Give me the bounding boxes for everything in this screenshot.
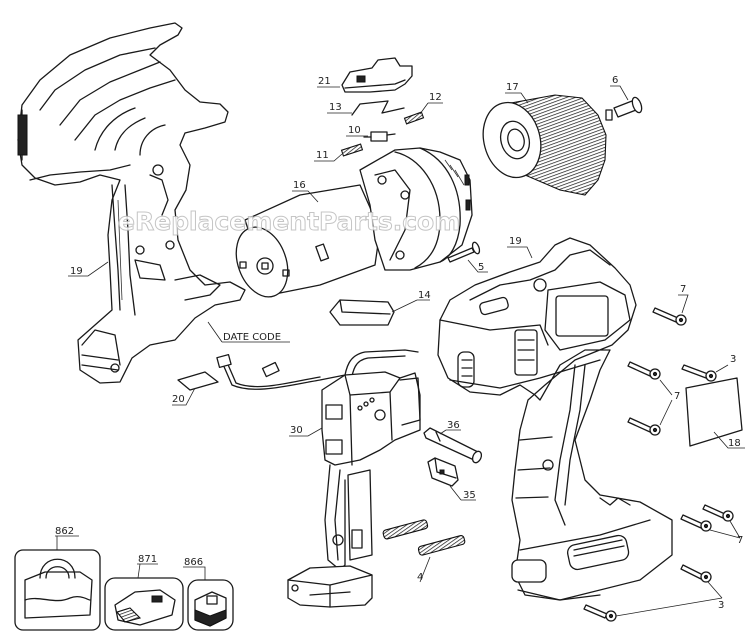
part-label-21: 21 [318, 76, 331, 87]
part-35-bit-holder[interactable] [427, 457, 459, 487]
part-label-18: 18 [728, 438, 741, 449]
part-18-label[interactable] [685, 377, 743, 447]
part-label-17: 17 [506, 82, 519, 93]
part-4-spring-a[interactable] [382, 519, 429, 540]
part-20-label[interactable] [177, 371, 219, 391]
part-label-7-mid: 7 [674, 391, 680, 402]
date-code-label: DATE CODE [223, 332, 281, 343]
part-label-7-top: 7 [680, 284, 686, 295]
part-5-screw[interactable] [447, 241, 481, 263]
screw-7-top[interactable] [652, 307, 687, 326]
screw-3-bottom-b[interactable] [583, 604, 617, 622]
part-label-5: 5 [478, 262, 484, 273]
part-17-keyless-chuck[interactable] [475, 94, 613, 196]
screw-3-top[interactable] [681, 364, 717, 382]
part-label-11: 11 [316, 150, 329, 161]
part-label-14: 14 [418, 290, 431, 301]
screw-7-bottom-a[interactable] [680, 514, 712, 532]
watermark: eReplacementParts.com [118, 207, 460, 236]
part-label-36: 36 [447, 420, 460, 431]
part-label-866: 866 [184, 557, 203, 568]
part-label-16: 16 [293, 180, 306, 191]
part-label-12: 12 [429, 92, 442, 103]
part-label-19-left: 19 [70, 266, 83, 277]
part-11-spring[interactable] [340, 143, 364, 157]
part-13-wire-spring[interactable] [351, 100, 405, 116]
part-label-13: 13 [329, 102, 342, 113]
part-label-871: 871 [138, 554, 157, 565]
screw-7-mid-upper[interactable] [627, 361, 661, 380]
left-housing-half[interactable] [17, 22, 246, 384]
screw-7-mid-lower[interactable] [627, 417, 661, 436]
part-label-30: 30 [290, 425, 303, 436]
part-label-19-right: 19 [509, 236, 522, 247]
accessory-866-battery[interactable] [187, 579, 234, 631]
part-label-862: 862 [55, 526, 74, 537]
part-label-6: 6 [612, 75, 618, 86]
part-4-spring-b[interactable] [417, 535, 466, 556]
accessory-862-bag[interactable] [14, 549, 101, 631]
part-label-3-top: 3 [730, 354, 736, 365]
part-label-3-bottom: 3 [718, 600, 724, 611]
right-housing-half[interactable] [437, 237, 673, 601]
part-30-switch-assembly[interactable] [216, 349, 421, 608]
part-36-screwdriver-bit[interactable] [423, 427, 483, 464]
part-14-nameplate[interactable] [329, 299, 395, 326]
part-label-7-bottom: 7 [737, 535, 743, 546]
screw-7-bottom-b[interactable] [702, 504, 734, 522]
part-label-20: 20 [172, 394, 185, 405]
part-10-plunger[interactable] [363, 131, 396, 142]
part-label-4: 4 [417, 572, 423, 583]
part-label-35: 35 [463, 490, 476, 501]
part-6-chuck-screw[interactable] [613, 96, 643, 118]
screw-3-bottom-a[interactable] [680, 564, 712, 583]
part-label-10: 10 [348, 125, 361, 136]
part-12-spring[interactable] [403, 111, 425, 125]
accessory-871-charger[interactable] [104, 577, 184, 631]
part-16-motor-gearbox[interactable] [227, 147, 473, 304]
part-21-switch-button[interactable] [341, 57, 413, 93]
